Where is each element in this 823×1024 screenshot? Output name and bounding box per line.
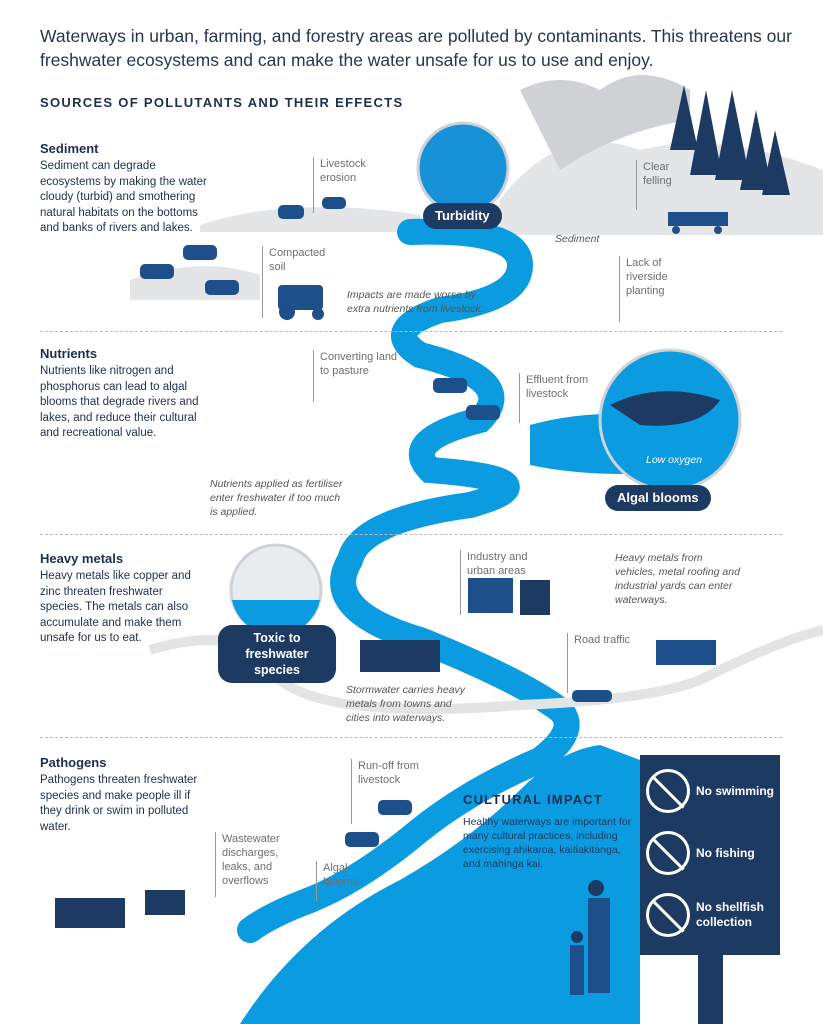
no-shellfish-icon — [646, 893, 690, 937]
algae — [610, 391, 720, 426]
no-fishing-icon — [646, 831, 690, 875]
section-title: SOURCES OF POLLUTANTS AND THEIR EFFECTS — [40, 95, 404, 110]
cultural-impact-title: CULTURAL IMPACT — [463, 792, 604, 807]
sediment-heading: Sediment — [40, 141, 99, 156]
sediment-body: Sediment can degrade ecosystems by makin… — [40, 160, 207, 234]
forest — [670, 85, 790, 195]
divider — [40, 737, 782, 738]
label-algal-blooms: Algal blooms — [316, 861, 366, 901]
smoke — [520, 75, 690, 170]
river-delta — [240, 745, 640, 1024]
label-wastewater: Wastewater discharges, leaks, and overfl… — [215, 832, 300, 897]
label-runoff: Run-off from livestock — [351, 759, 426, 824]
pathogens-body: Pathogens threaten freshwater species an… — [40, 774, 198, 833]
pathogens-heading: Pathogens — [40, 755, 107, 770]
divider — [40, 331, 782, 332]
livestock-and-vehicles — [55, 197, 728, 995]
label-industry: Industry and urban areas — [460, 550, 540, 615]
no-swimming-icon — [646, 769, 690, 813]
warning-sign: No swimming No fishing No shellfish coll… — [640, 755, 780, 955]
heavy-metals-body: Heavy metals like copper and zinc threat… — [40, 570, 191, 644]
algal-blooms-badge: Algal blooms — [605, 485, 711, 511]
cultural-impact-body: Healthy waterways are important for many… — [463, 816, 632, 870]
turbidity-circle — [416, 121, 510, 215]
intro-text: Waterways in urban, farming, and forestr… — [40, 26, 792, 70]
note-impacts-worse: Impacts are made worse by extra nutrient… — [347, 289, 484, 315]
river — [237, 218, 580, 943]
nutrients-heading: Nutrients — [40, 346, 98, 361]
turbidity-badge: Turbidity — [423, 203, 502, 229]
nutrients-body: Nutrients like nitrogen and phosphorus c… — [40, 365, 199, 439]
label-lack-planting: Lack of riverside planting — [619, 256, 679, 322]
divider — [40, 534, 782, 535]
label-compacted-soil: Compacted soil — [262, 246, 332, 318]
label-road-traffic: Road traffic — [567, 633, 637, 693]
label-livestock-erosion: Livestock erosion — [313, 157, 373, 213]
note-stormwater: Stormwater carries heavy metals from tow… — [346, 684, 466, 724]
sign-no-shellfish: No shellfish collection — [696, 900, 765, 929]
sign-no-fishing: No fishing — [696, 845, 755, 860]
label-converting-land: Converting land to pasture — [313, 350, 403, 402]
heavy-metals-heading: Heavy metals — [40, 551, 124, 566]
label-sediment: Sediment — [555, 233, 600, 245]
note-nutrients-applied: Nutrients applied as fertiliser enter fr… — [210, 478, 343, 518]
label-clear-felling: Clear felling — [636, 160, 686, 210]
sign-no-swimming: No swimming — [696, 783, 775, 798]
label-low-oxygen: Low oxygen — [646, 454, 703, 466]
label-effluent: Effluent from livestock — [519, 373, 604, 423]
sign-post — [698, 950, 723, 1024]
hills — [130, 141, 823, 300]
toxic-badge: Toxic to freshwater species — [218, 625, 336, 683]
note-heavy-metals: Heavy metals from vehicles, metal roofin… — [615, 552, 740, 606]
